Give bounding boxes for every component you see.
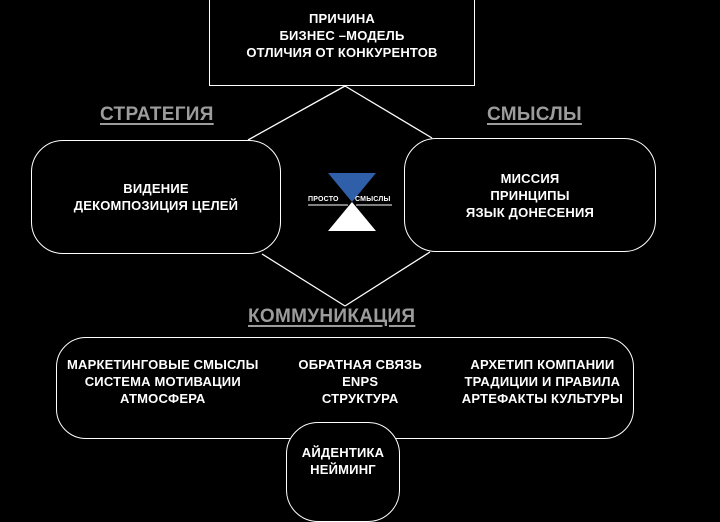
heading-communication: КОММУНИКАЦИЯ <box>248 306 416 327</box>
communication-item: СТРУКТУРА <box>321 390 399 406</box>
identity-line-2: НЕЙМИНГ <box>310 462 376 477</box>
communication-item: СИСТЕМА МОТИВАЦИИ <box>84 373 241 389</box>
strategy-line-2: ДЕКОМПОЗИЦИЯ ЦЕЛЕЙ <box>73 198 239 213</box>
logo-text-smysly: СМЫСЛЫ <box>355 196 391 203</box>
communication-item: ОБРАТНАЯ СВЯЗЬ <box>298 356 422 372</box>
heading-meanings: СМЫСЛЫ <box>487 104 582 125</box>
meanings-line-2: ПРИНЦИПЫ <box>490 187 570 203</box>
communication-column-1: МАРКЕТИНГОВЫЕ СМЫСЛЫ СИСТЕМА МОТИВАЦИИ А… <box>67 356 259 407</box>
connector-bottom-right <box>344 251 431 307</box>
hourglass-top-triangle <box>328 173 376 202</box>
meanings-line-3: ЯЗЫК ДОНЕСЕНИЯ <box>465 204 595 220</box>
hourglass-bottom-triangle <box>328 202 376 231</box>
connector-bottom-left <box>261 253 346 307</box>
heading-strategy: СТРАТЕГИЯ <box>100 104 214 125</box>
hourglass-icon <box>308 173 392 231</box>
connector-top-right <box>344 85 433 139</box>
strategy-node: ВИДЕНИЕ ДЕКОМПОЗИЦИЯ ЦЕЛЕЙ <box>31 140 281 254</box>
meanings-node: МИССИЯ ПРИНЦИПЫ ЯЗЫК ДОНЕСЕНИЯ <box>404 138 656 252</box>
top-node-reason: ПРИЧИНА БИЗНЕС –МОДЕЛЬ ОТЛИЧИЯ ОТ КОНКУР… <box>209 0 475 86</box>
communication-column-3: АРХЕТИП КОМПАНИИ ТРАДИЦИИ И ПРАВИЛА АРТЕ… <box>462 356 623 407</box>
communication-item: ENPS <box>342 373 379 389</box>
connector-top-left <box>247 85 346 141</box>
identity-node: АЙДЕНТИКА НЕЙМИНГ <box>286 422 400 522</box>
communication-item: ТРАДИЦИИ И ПРАВИЛА <box>464 373 621 389</box>
communication-item: АРТЕФАКТЫ КУЛЬТУРЫ <box>461 390 623 406</box>
strategy-line-1: ВИДЕНИЕ <box>123 181 189 196</box>
communication-item: АТМОСФЕРА <box>120 390 206 406</box>
top-node-line-2: БИЗНЕС –МОДЕЛЬ <box>279 28 405 43</box>
top-node-line-1: ПРИЧИНА <box>308 11 375 26</box>
diagram-canvas: ПРИЧИНА БИЗНЕС –МОДЕЛЬ ОТЛИЧИЯ ОТ КОНКУР… <box>31 0 656 522</box>
meanings-line-1: МИССИЯ <box>500 170 560 186</box>
top-node-line-3: ОТЛИЧИЯ ОТ КОНКУРЕНТОВ <box>246 45 438 60</box>
diamond-connectors <box>247 85 433 307</box>
communication-item: МАРКЕТИНГОВЫЕ СМЫСЛЫ <box>67 356 259 372</box>
communication-column-2: ОБРАТНАЯ СВЯЗЬ ENPS СТРУКТУРА <box>298 356 421 407</box>
communication-item: АРХЕТИП КОМПАНИИ <box>470 356 615 372</box>
brand-logo: ПРОСТО СМЫСЛЫ <box>304 168 400 234</box>
logo-text-prosto: ПРОСТО <box>308 196 339 203</box>
identity-line-1: АЙДЕНТИКА <box>301 445 385 460</box>
